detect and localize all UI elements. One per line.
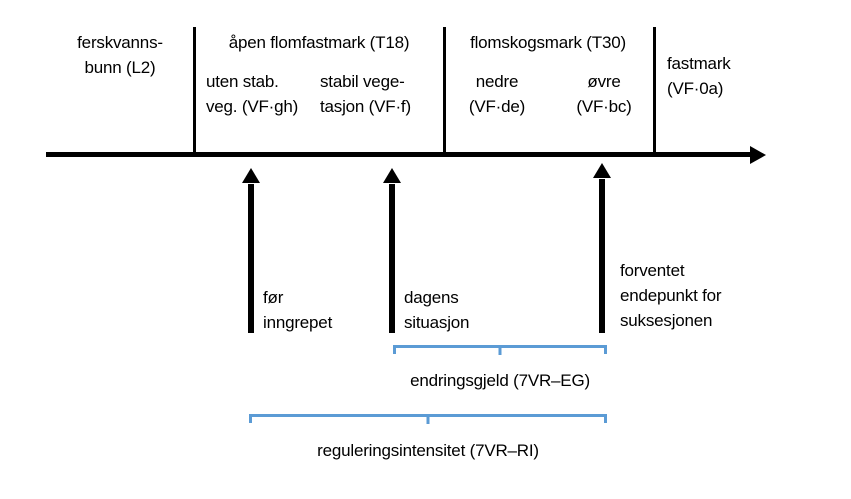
zone-divider-1 (193, 27, 196, 156)
zone-divider-2 (443, 27, 446, 156)
bracket-tick-left (249, 414, 252, 423)
marker-label-dagens-situasjon-line2: situasjon (404, 313, 470, 332)
arrow-head-icon (593, 163, 611, 178)
bracket-endringsgjeld (393, 345, 607, 357)
arrow-head-icon (383, 168, 401, 183)
zone-title-fastmark-line1: fastmark (667, 54, 731, 73)
arrow-stem (389, 184, 395, 333)
marker-label-forventet-endepunkt-line3: suksesjonen (620, 311, 713, 330)
marker-label-forventet-endepunkt-line2: endepunkt for (620, 286, 722, 305)
zone-title-fastmark-line2: (VF·0a) (667, 79, 724, 98)
bracket-label-endringsgjeld: endringsgjeld (7VR–EG) (410, 371, 590, 390)
bracket-tick-right (604, 345, 607, 354)
marker-label-for-inngrepet-line2: inngrepet (263, 313, 333, 332)
subzone-stabil-vegetasjon-line2: tasjon (VF·f) (320, 97, 411, 116)
subzone-stabil-vegetasjon-line1: stabil vege- (320, 72, 405, 91)
bracket-tick-center (426, 414, 430, 424)
zone-title-flomskogsmark: flomskogsmark (T30) (470, 33, 626, 52)
subzone-ovre-line2: (VF·bc) (576, 97, 632, 116)
subzone-ovre-line1: øvre (587, 72, 621, 91)
bracket-tick-left (393, 345, 396, 354)
marker-arrow-forventet-endepunkt (593, 163, 611, 333)
arrow-head-icon (242, 168, 260, 183)
subzone-nedre-line2: (VF·de) (468, 97, 526, 116)
marker-arrow-dagens-situasjon (383, 168, 401, 333)
marker-label-dagens-situasjon-line1: dagens (404, 288, 459, 307)
axis-arrowhead-icon (750, 145, 766, 164)
marker-label-for-inngrepet-line1: før (263, 288, 284, 307)
bracket-reguleringsintensitet (249, 414, 607, 426)
subzone-uten-stab-veg-line1: uten stab. (206, 72, 279, 91)
bracket-tick-right (604, 414, 607, 423)
zone-divider-3 (653, 27, 656, 156)
subzone-uten-stab-veg-line2: veg. (VF·gh) (206, 97, 299, 116)
bracket-label-reguleringsintensitet: reguleringsintensitet (7VR–RI) (317, 441, 539, 460)
axis-line (46, 152, 756, 157)
zone-title-ferskvannsbunn-line1: ferskvanns- (77, 33, 163, 52)
zone-title-ferskvannsbunn-line2: bunn (L2) (84, 58, 156, 77)
arrow-stem (248, 184, 254, 333)
marker-label-forventet-endepunkt-line1: forventet (620, 261, 685, 280)
arrow-stem (599, 179, 605, 333)
marker-arrow-for-inngrepet (242, 168, 260, 333)
subzone-nedre-line1: nedre (475, 72, 519, 91)
bracket-tick-center (498, 345, 502, 355)
zone-title-apen-flomfastmark: åpen flomfastmark (T18) (228, 33, 410, 52)
